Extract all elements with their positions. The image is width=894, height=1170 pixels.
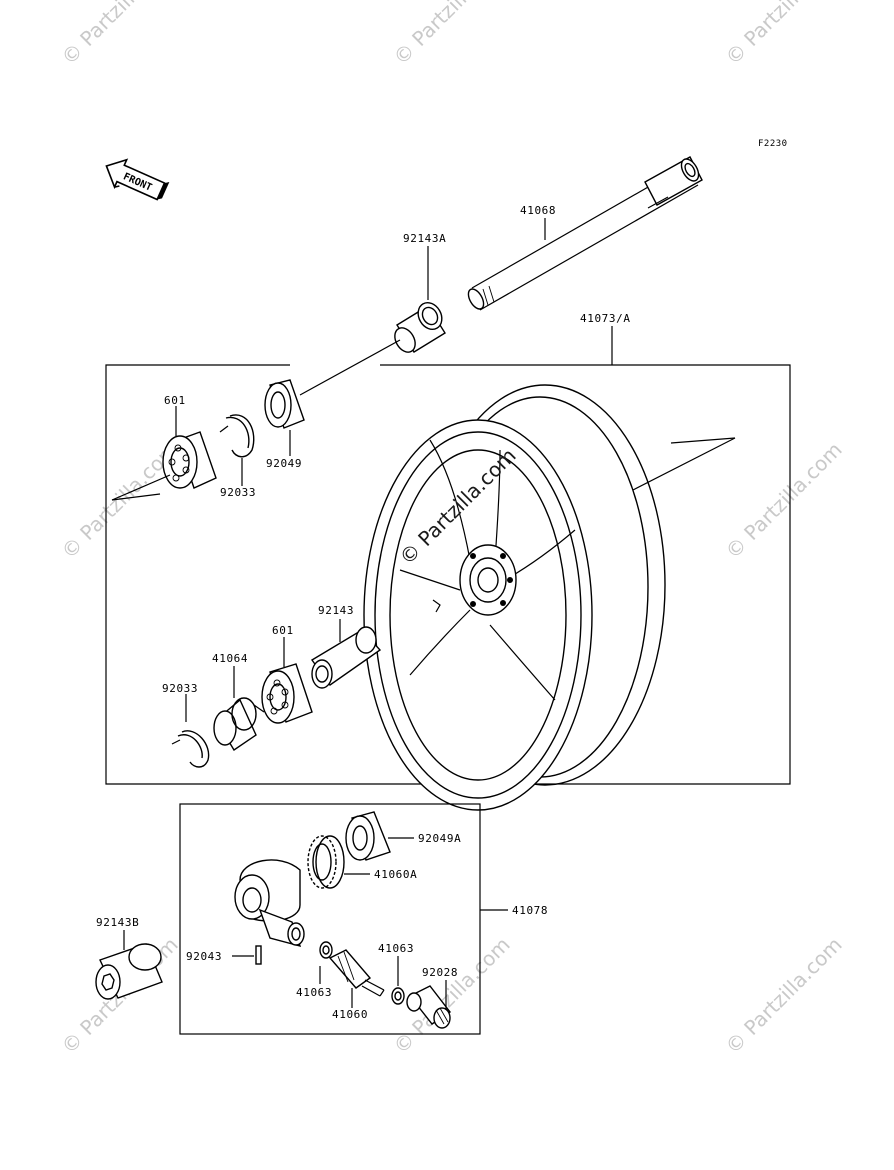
part-label-gear-a[interactable]: 41060A [374, 868, 417, 881]
part-label-bearing-bottom[interactable]: 601 [272, 624, 294, 637]
bushing-part[interactable] [406, 985, 452, 1029]
collar-b-part[interactable] [95, 943, 163, 1000]
part-label-washer-right[interactable]: 41063 [378, 942, 414, 955]
collar-mid-part[interactable] [310, 626, 382, 689]
ring-41064-part[interactable] [213, 697, 265, 751]
watermark: © Partzilla.com [721, 932, 847, 1058]
part-label-seal-a[interactable]: 92049A [418, 832, 461, 845]
seal-top-part[interactable] [264, 379, 305, 429]
diagram-code: F2230 [758, 139, 788, 149]
circlip-bottom-part[interactable] [171, 730, 210, 768]
washer-left-part[interactable] [319, 941, 333, 959]
gear-a-part[interactable] [307, 835, 345, 889]
part-label-pinion[interactable]: 41060 [332, 1008, 368, 1021]
circlip-top-part[interactable] [219, 414, 255, 458]
part-label-seal-top[interactable]: 92049 [266, 457, 302, 470]
gearbox-assembly-box [179, 803, 481, 1035]
part-label-washer-left[interactable]: 41063 [296, 986, 332, 999]
part-label-ring[interactable]: 41064 [212, 652, 248, 665]
part-label-wheel[interactable]: 41073/A [580, 312, 631, 325]
part-label-collar-mid[interactable]: 92143 [318, 604, 354, 617]
part-label-bushing[interactable]: 92028 [422, 966, 458, 979]
part-label-circlip-top[interactable]: 92033 [220, 486, 256, 499]
watermark: © Partzilla.com [721, 0, 847, 70]
part-label-collar-a[interactable]: 92143A [403, 232, 446, 245]
axis-line [299, 339, 401, 396]
part-label-axle[interactable]: 41068 [520, 204, 556, 217]
watermark: © Partzilla.com [57, 0, 183, 70]
front-direction-arrow: FRONT [105, 158, 170, 201]
axle-part[interactable] [465, 156, 703, 311]
part-label-gearbox[interactable]: 41078 [512, 904, 548, 917]
collar-a-part[interactable] [391, 298, 447, 355]
seal-a-part[interactable] [345, 811, 391, 861]
wheel-part[interactable] [363, 384, 736, 811]
part-label-circlip-bottom[interactable]: 92033 [162, 682, 198, 695]
part-label-collar-b[interactable]: 92143B [96, 916, 139, 929]
pin-part[interactable] [255, 945, 262, 965]
watermark: © Partzilla.com [389, 0, 515, 70]
part-label-pin[interactable]: 92043 [186, 950, 222, 963]
washer-right-part[interactable] [391, 987, 405, 1005]
part-label-bearing-top[interactable]: 601 [164, 394, 186, 407]
bearing-bottom-part[interactable] [261, 663, 313, 724]
bearing-top-part[interactable] [111, 431, 217, 501]
watermark: © Partzilla.com [721, 437, 847, 563]
pinion-part[interactable] [328, 949, 385, 997]
gearbox-housing-part[interactable] [234, 859, 305, 948]
